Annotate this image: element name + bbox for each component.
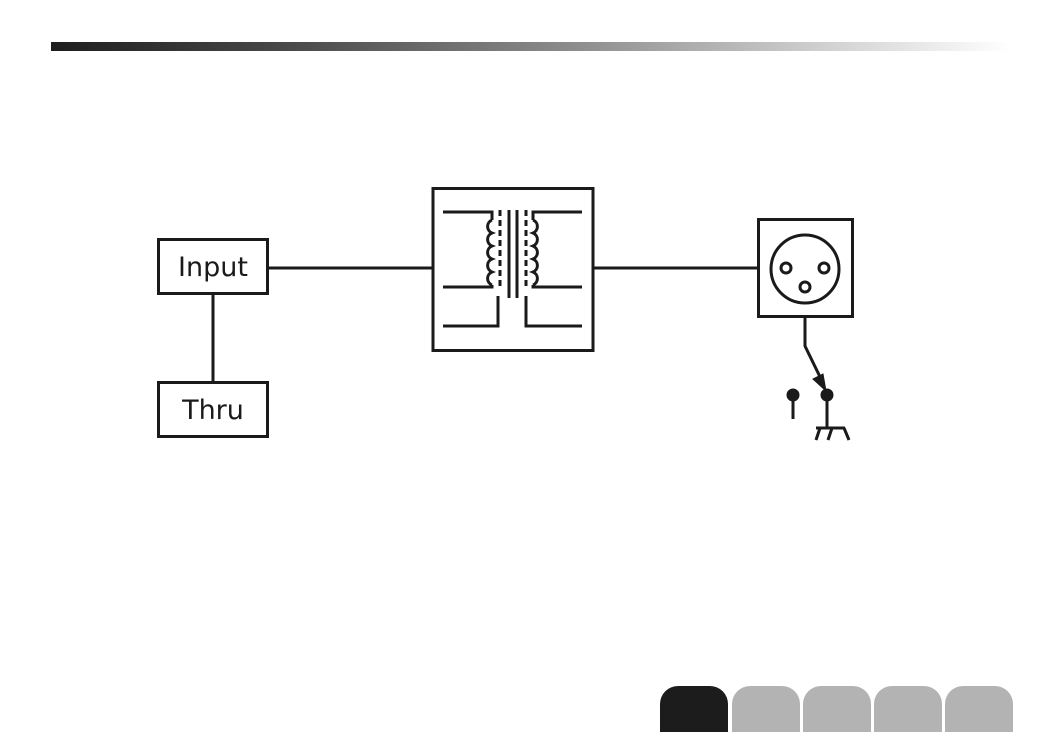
thru-label: Thru — [181, 395, 244, 426]
input-box: Input — [159, 240, 268, 294]
nav-tab-2[interactable] — [732, 686, 800, 732]
chassis-ground-icon — [816, 395, 849, 440]
thru-box: Thru — [159, 383, 268, 437]
nav-tab-4[interactable] — [874, 686, 942, 732]
nav-tab-1[interactable] — [660, 686, 728, 732]
audio-isolation-transformer-icon — [433, 189, 593, 351]
input-label: Input — [178, 252, 248, 283]
nav-tab-3[interactable] — [803, 686, 871, 732]
ground-lift-switch-icon — [788, 318, 832, 419]
xlr-connector-icon — [759, 220, 853, 317]
nav-tab-5[interactable] — [945, 686, 1013, 732]
slide-nav-tabs — [660, 686, 1063, 723]
